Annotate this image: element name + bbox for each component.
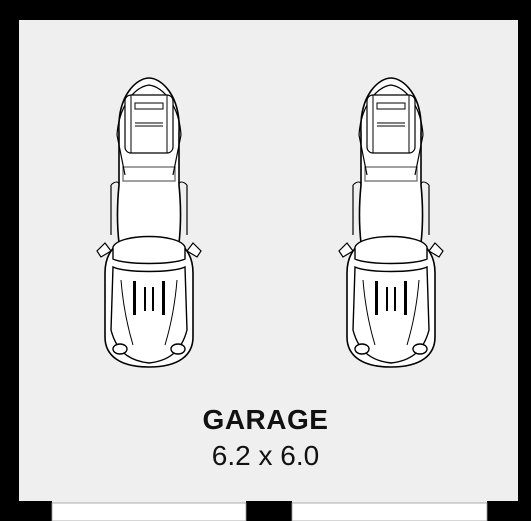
garage-door-right bbox=[291, 502, 488, 521]
wall-bottom-right-segment bbox=[487, 501, 531, 521]
wall-top bbox=[0, 0, 531, 20]
room-name-label: GARAGE bbox=[202, 404, 329, 435]
room-dimensions-label: 6.2 x 6.0 bbox=[211, 440, 320, 471]
wall-bottom-center-pier bbox=[246, 501, 292, 521]
garage-door-left bbox=[51, 502, 247, 521]
garage-door-openings bbox=[51, 502, 488, 521]
wall-left bbox=[0, 0, 19, 521]
wall-bottom-left-segment bbox=[0, 501, 52, 521]
wall-right bbox=[518, 0, 531, 521]
